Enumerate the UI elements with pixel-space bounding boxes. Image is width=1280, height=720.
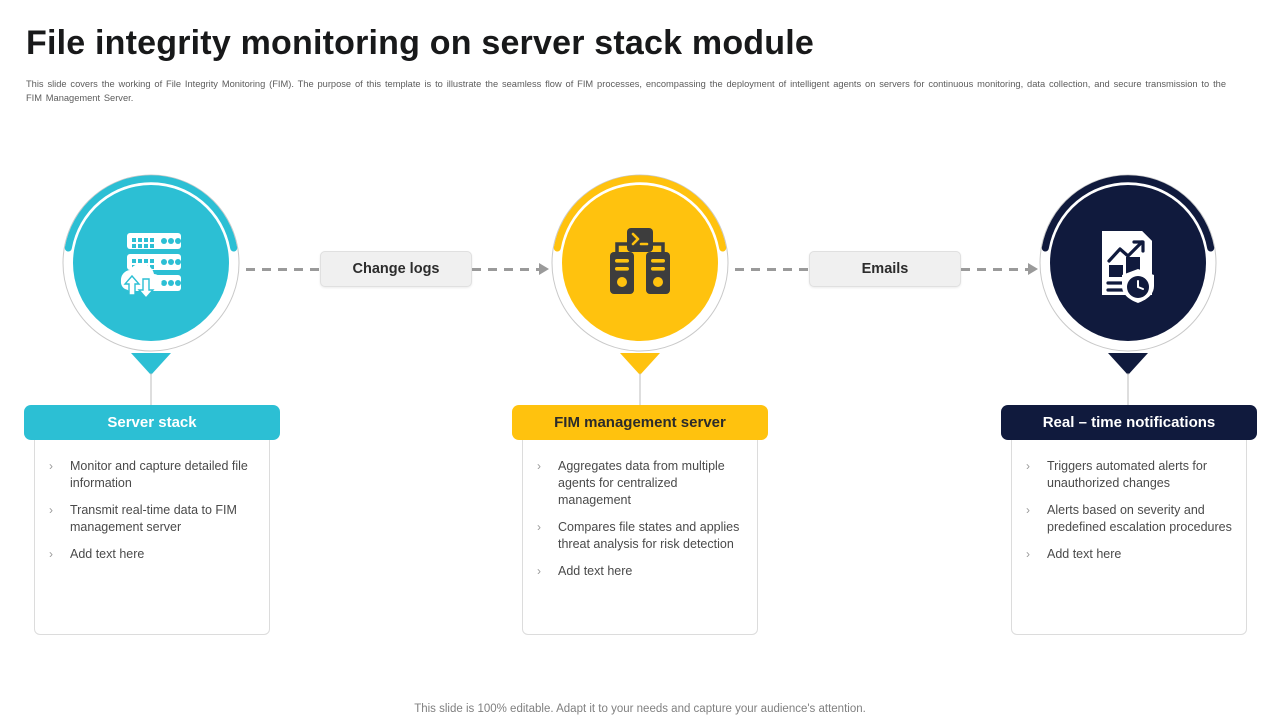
list-item: › Transmit real-time data to FIM manageme… (47, 502, 257, 536)
list-item: › Aggregates data from multiple agents fo… (535, 458, 745, 509)
connector-label-emails[interactable]: Emails (809, 251, 961, 287)
node-disc-navy (1050, 185, 1206, 341)
list-item-label: Compares file states and applies threat … (558, 520, 740, 551)
card-title-fim-management-server: FIM management server (512, 405, 768, 440)
chevron-right-icon: › (537, 520, 541, 534)
flow-node-fim-management-server[interactable] (545, 168, 735, 573)
chevron-right-icon: › (1026, 459, 1030, 473)
card-title-real-time-notifications: Real – time notifications (1001, 405, 1257, 440)
node-ring-amber (551, 174, 729, 352)
bullet-list: › Monitor and capture detailed file infor… (47, 458, 257, 563)
chevron-right-icon: › (49, 503, 53, 517)
node-ring-teal (62, 174, 240, 352)
page-title: File integrity monitoring on server stac… (26, 24, 814, 62)
list-item: › Add text here (47, 546, 257, 563)
terminal-servers-icon (610, 228, 670, 294)
node-pointer-navy (1108, 353, 1148, 375)
flow-node-real-time-notifications[interactable] (1033, 168, 1223, 573)
connector-emails: Emails (735, 251, 1038, 287)
connector-label-change-logs[interactable]: Change logs (320, 251, 472, 287)
info-card-fim-management-server: FIM management server › Aggregates data f… (512, 405, 768, 635)
list-item: › Add text here (1024, 546, 1234, 563)
bullet-list: › Triggers automated alerts for unauthori… (1024, 458, 1234, 563)
list-item: › Triggers automated alerts for unauthori… (1024, 458, 1234, 492)
chevron-right-icon: › (1026, 503, 1030, 517)
arrow-right-icon (1028, 263, 1038, 275)
list-item-label: Alerts based on severity and predefined … (1047, 503, 1232, 534)
slide-footer-note: This slide is 100% editable. Adapt it to… (414, 703, 866, 715)
list-item: › Monitor and capture detailed file infor… (47, 458, 257, 492)
list-item-label: Triggers automated alerts for unauthoriz… (1047, 459, 1208, 490)
dashed-line-segment (961, 267, 1029, 271)
chevron-right-icon: › (1026, 547, 1030, 561)
chevron-right-icon: › (49, 459, 53, 473)
server-stack-cloud-icon (120, 233, 181, 300)
bullet-list: › Aggregates data from multiple agents fo… (535, 458, 745, 580)
chevron-right-icon: › (537, 564, 541, 578)
node-ring-navy (1039, 174, 1217, 352)
card-body: › Monitor and capture detailed file infor… (34, 425, 270, 635)
card-body: › Aggregates data from multiple agents fo… (522, 425, 758, 635)
page-subtitle: This slide covers the working of File In… (26, 79, 1226, 103)
chevron-right-icon: › (49, 547, 53, 561)
list-item-label: Monitor and capture detailed file inform… (70, 459, 248, 490)
node-disc-amber (562, 185, 718, 341)
dashed-line-segment (735, 267, 809, 271)
list-item: › Alerts based on severity and predefined… (1024, 502, 1234, 536)
list-item-label[interactable]: Add text here (70, 547, 145, 561)
arrow-right-icon (539, 263, 549, 275)
info-card-real-time-notifications: Real – time notifications › Triggers auto… (1001, 405, 1257, 635)
flow-node-server-stack[interactable] (56, 168, 246, 573)
node-pointer-teal (131, 353, 171, 375)
connector-change-logs: Change logs (246, 251, 549, 287)
list-item: › Add text here (535, 563, 745, 580)
info-card-server-stack: Server stack › Monitor and capture detail… (24, 405, 280, 635)
list-item-label: Transmit real-time data to FIM managemen… (70, 503, 237, 534)
card-body: › Triggers automated alerts for unauthori… (1011, 425, 1247, 635)
report-chart-shield-clock-icon (1102, 231, 1154, 303)
list-item: › Compares file states and applies threat… (535, 519, 745, 553)
chevron-right-icon: › (537, 459, 541, 473)
node-disc-teal (73, 185, 229, 341)
list-item-label: Aggregates data from multiple agents for… (558, 459, 725, 507)
list-item-label[interactable]: Add text here (558, 564, 633, 578)
list-item-label[interactable]: Add text here (1047, 547, 1122, 561)
node-pointer-amber (620, 353, 660, 375)
dashed-line-segment (472, 267, 540, 271)
dashed-line-segment (246, 267, 320, 271)
card-title-server-stack: Server stack (24, 405, 280, 440)
